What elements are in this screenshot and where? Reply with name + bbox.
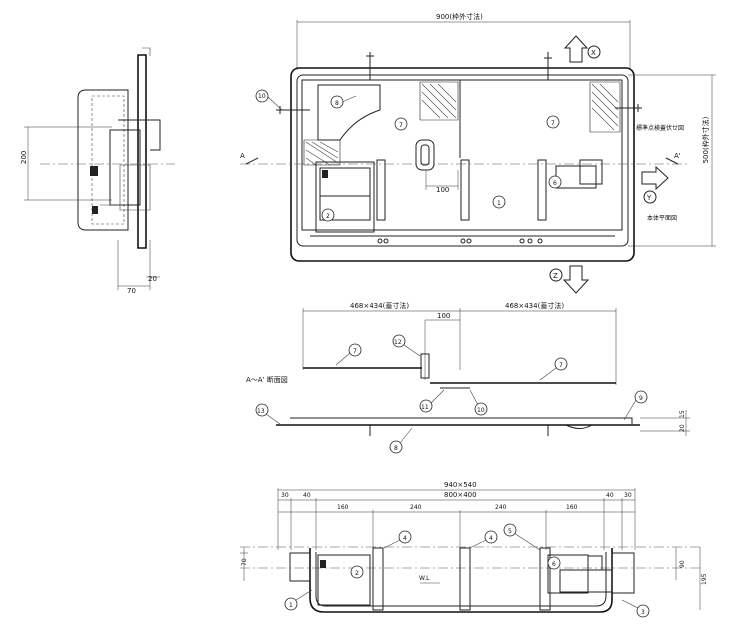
dim-offset-100: 100 — [436, 186, 449, 194]
callout-4-right — [469, 530, 498, 549]
callout-10-section-label: 10 — [477, 407, 485, 414]
callout-7-left-label: 7 — [399, 122, 403, 129]
arrow-y-label: Y — [646, 194, 652, 202]
callout-2-top-label: 2 — [326, 213, 330, 220]
callout-7-left — [394, 117, 408, 131]
dim-cover-left: 468×434(蓋寸法) — [350, 301, 409, 310]
callout-8-section-label: 8 — [394, 445, 398, 452]
callout-13-label: 13 — [257, 408, 265, 415]
callout-7-section-right-label: 7 — [559, 362, 563, 369]
arrow-x — [563, 35, 601, 63]
callout-7-section-right — [539, 357, 568, 381]
callout-11-label: 11 — [421, 404, 429, 411]
dim-cover-15: 15 — [679, 410, 686, 418]
callout-2-front-label: 2 — [355, 570, 359, 577]
callout-1-top — [492, 195, 506, 209]
callout-4-right-label: 4 — [489, 535, 493, 542]
callout-13 — [255, 403, 281, 425]
callout-7-right — [546, 115, 560, 129]
plan-view — [240, 20, 716, 262]
dim-40-right: 40 — [606, 492, 614, 499]
dim-40-left: 40 — [303, 492, 311, 499]
dim-cover-20: 20 — [679, 424, 686, 432]
water-level-label: W.L — [419, 575, 430, 582]
callout-5-label: 5 — [508, 528, 512, 535]
callout-10-top-label: 10 — [258, 93, 266, 100]
dim-160-right: 160 — [566, 504, 578, 511]
dim-cover-100: 100 — [437, 312, 450, 320]
dim-cover-right: 468×434(蓋寸法) — [505, 301, 564, 310]
callout-7-right-label: 7 — [551, 120, 555, 127]
side-view — [24, 47, 175, 290]
dim-inner: 800×400 — [444, 491, 477, 499]
dim-outer-width: 900(枠外寸法) — [436, 12, 483, 21]
callout-9-label: 9 — [639, 395, 643, 402]
section-mark-a: A — [240, 152, 245, 160]
callout-1-top-label: 1 — [497, 200, 501, 207]
dim-160-left: 160 — [337, 504, 349, 511]
arrow-x-label: X — [591, 49, 596, 57]
dim-240-left: 240 — [410, 504, 422, 511]
callout-4-left-label: 4 — [403, 535, 407, 542]
callout-6-front — [547, 556, 561, 570]
dim-left-70: 70 — [127, 287, 136, 295]
callout-8-section — [389, 427, 413, 454]
callout-3-label: 3 — [641, 609, 645, 616]
section-view — [276, 308, 690, 436]
label-plan: 本体平面図 — [647, 214, 677, 222]
callout-1-front-label: 1 — [289, 602, 293, 609]
callout-6-front-label: 6 — [552, 561, 556, 568]
label-cover-plan: 標準点検蓋伏せ図 — [636, 124, 684, 132]
dim-30-right: 30 — [624, 492, 632, 499]
dim-outer-height: 500(枠外寸法) — [701, 116, 710, 163]
callout-3 — [621, 599, 650, 618]
arrow-y — [641, 165, 669, 204]
dim-90-right: 90 — [679, 560, 686, 568]
callout-10-section — [469, 389, 488, 416]
arrow-z-label: Z — [553, 272, 558, 280]
callout-6-top — [548, 175, 562, 189]
front-view — [240, 488, 701, 613]
callout-7-section-left-label: 7 — [353, 348, 357, 355]
dim-overall: 940×540 — [444, 481, 477, 489]
callout-4-left — [383, 530, 412, 549]
callout-2-front — [350, 565, 364, 579]
dim-30-left: 30 — [281, 492, 289, 499]
callout-8-top — [330, 95, 357, 109]
arrow-z — [549, 265, 590, 294]
dim-left-20: 20 — [148, 275, 157, 283]
dim-left-200: 200 — [20, 151, 28, 164]
callout-12 — [392, 334, 421, 357]
callout-1-front — [284, 589, 313, 611]
callout-10-top — [255, 89, 283, 111]
callout-8-top-label: 8 — [335, 100, 339, 107]
dim-70-left: 70 — [241, 558, 248, 566]
label-section: A～A' 断面図 — [246, 375, 288, 384]
callout-9 — [623, 390, 648, 421]
callout-5 — [503, 523, 541, 551]
callout-7-section-left — [335, 343, 362, 366]
callout-12-label: 12 — [394, 339, 402, 346]
callout-2-top — [321, 208, 335, 222]
callout-11 — [419, 389, 445, 413]
callout-6-top-label: 6 — [553, 180, 557, 187]
dim-195-right: 195 — [701, 573, 708, 585]
section-mark-a2: A' — [674, 152, 681, 160]
dim-240-right: 240 — [495, 504, 507, 511]
